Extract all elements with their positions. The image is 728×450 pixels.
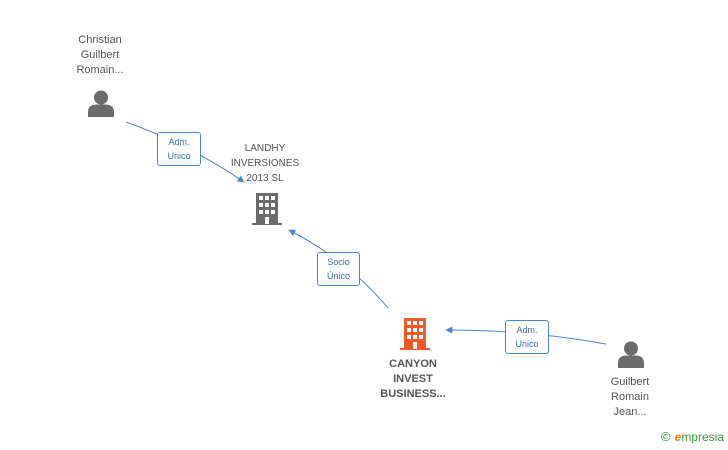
edge-label-adm-unico: Adm. Unico xyxy=(505,320,549,354)
edge-label-socio-unico: Socio Único xyxy=(317,252,360,286)
node-label-landhy-inversiones[interactable]: LANDHY INVERSIONES 2013 SL xyxy=(230,143,300,184)
person-icon[interactable] xyxy=(618,341,644,369)
brand-initial: e xyxy=(674,430,682,444)
building-icon-main[interactable] xyxy=(400,318,430,350)
node-label-canyon-invest[interactable]: CANYON INVEST BUSINESS... xyxy=(380,358,446,400)
brand-name: mpresia xyxy=(681,430,724,444)
node-label-guilbert-romain[interactable]: Guilbert Romain Jean... xyxy=(610,376,650,418)
empresia-logo[interactable]: ©empresia xyxy=(661,429,724,444)
copyright-symbol: © xyxy=(661,429,671,444)
edge-label-adm-unico: Adm. Unico xyxy=(157,132,201,166)
node-label-christian-guilbert[interactable]: Christian Guilbert Romain... xyxy=(76,34,124,76)
building-icon[interactable] xyxy=(252,193,282,225)
person-icon[interactable] xyxy=(88,90,114,118)
